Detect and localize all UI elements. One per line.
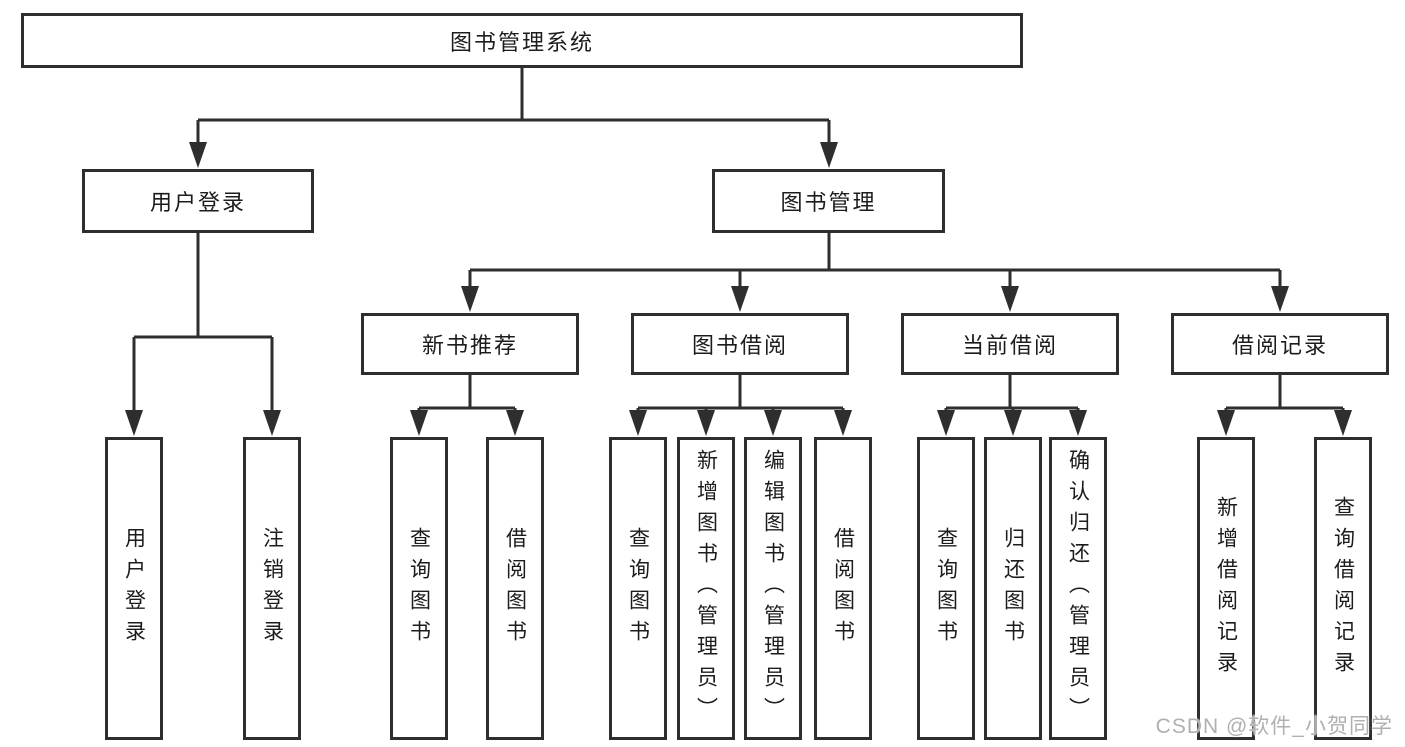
node-label: 当前借阅	[961, 333, 1058, 358]
leaf-label: 查询图书	[407, 526, 431, 651]
leaf-label: 用户登录	[122, 526, 146, 651]
node-label: 图书管理系统	[449, 29, 594, 55]
leaf-label: 借阅图书	[503, 526, 527, 651]
leaf-query-books-borrowing: 查询图书	[609, 437, 667, 740]
csdn-watermark: CSDN @软件_小贺同学	[1155, 715, 1393, 738]
node-book-borrowing: 图书借阅	[631, 313, 849, 375]
node-borrowing-records: 借阅记录	[1171, 313, 1389, 375]
leaf-query-books-recommend: 查询图书	[390, 437, 448, 740]
node-root-library-management-system: 图书管理系统	[21, 13, 1023, 68]
leaf-label: 借阅图书	[831, 526, 855, 651]
node-new-book-recommendation: 新书推荐	[361, 313, 579, 375]
node-label: 用户登录	[149, 190, 246, 215]
leaf-label: 查询图书	[934, 526, 958, 651]
leaf-edit-books-admin: 编辑图书（管理员）	[744, 437, 802, 740]
leaf-label: 查询借阅记录	[1331, 495, 1355, 682]
node-label: 图书管理	[780, 190, 877, 215]
node-label: 图书借阅	[691, 333, 788, 358]
node-label: 借阅记录	[1231, 333, 1328, 358]
leaf-label: 确认归还（管理员）	[1066, 449, 1090, 728]
leaf-borrow-books-recommend: 借阅图书	[486, 437, 544, 740]
leaf-logout: 注销登录	[243, 437, 301, 740]
leaf-query-borrow-record: 查询借阅记录	[1314, 437, 1372, 740]
leaf-add-books-admin: 新增图书（管理员）	[677, 437, 735, 740]
leaf-label: 编辑图书（管理员）	[761, 449, 785, 728]
leaf-confirm-return-admin: 确认归还（管理员）	[1049, 437, 1107, 740]
leaf-user-login: 用户登录	[105, 437, 163, 740]
node-user-login: 用户登录	[82, 169, 314, 233]
leaf-borrow-books: 借阅图书	[814, 437, 872, 740]
leaf-label: 查询图书	[626, 526, 650, 651]
node-label: 新书推荐	[421, 333, 518, 358]
leaf-label: 新增借阅记录	[1214, 495, 1238, 682]
leaf-label: 新增图书（管理员）	[694, 449, 718, 728]
node-current-borrowing: 当前借阅	[901, 313, 1119, 375]
leaf-label: 注销登录	[260, 526, 284, 651]
leaf-query-books-current: 查询图书	[917, 437, 975, 740]
leaf-label: 归还图书	[1001, 526, 1025, 651]
leaf-add-borrow-record: 新增借阅记录	[1197, 437, 1255, 740]
arrowhead-icons	[125, 142, 1352, 436]
leaf-return-books: 归还图书	[984, 437, 1042, 740]
node-book-management: 图书管理	[712, 169, 945, 233]
